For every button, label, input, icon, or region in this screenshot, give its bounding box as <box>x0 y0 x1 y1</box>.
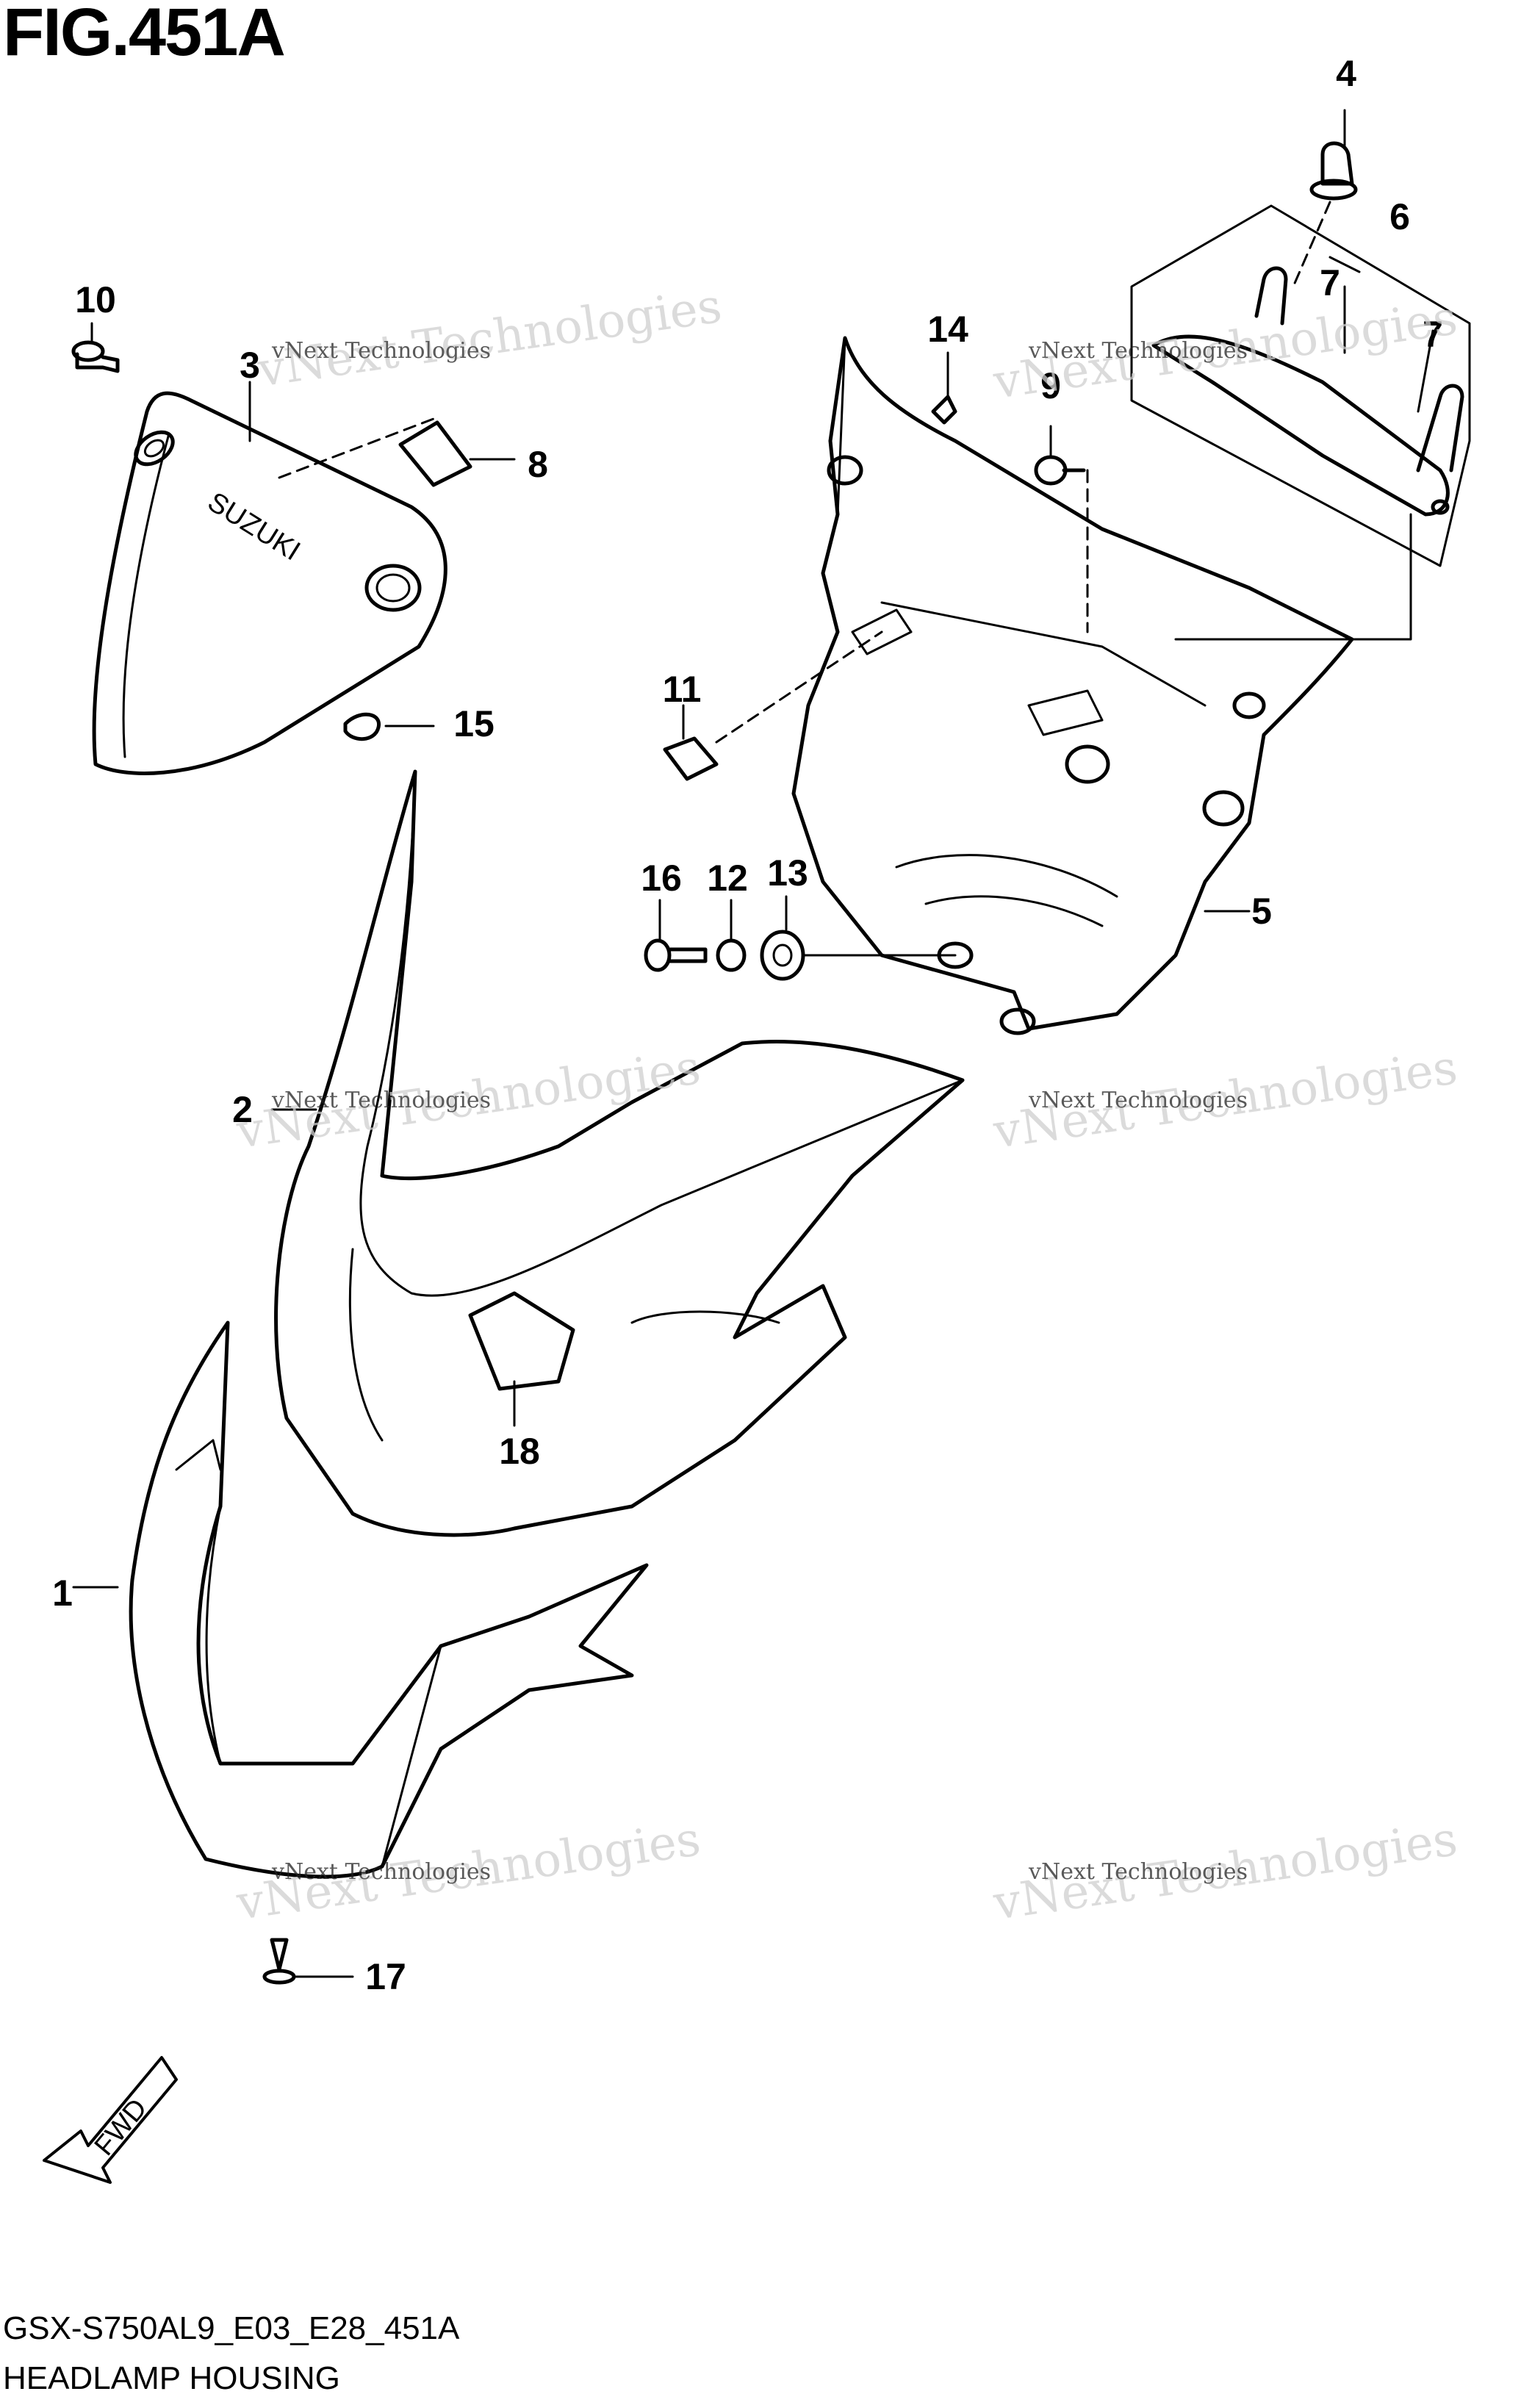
part-pin-4 <box>1309 141 1358 201</box>
figure-title: FIG.451A <box>3 0 286 70</box>
suzuki-logo-text: SUZUKI <box>202 486 305 567</box>
part-front-fairing <box>274 769 965 1537</box>
callout-2: 2 <box>232 1089 253 1130</box>
part-screw-10 <box>71 340 120 373</box>
callout-18: 18 <box>499 1431 540 1472</box>
part-nut-11 <box>663 736 719 781</box>
part-grommet-13 <box>760 930 805 981</box>
part-bracket-assembly <box>1130 204 1471 567</box>
callout-1: 1 <box>52 1573 73 1614</box>
figure-code: GSX-S750AL9_E03_E28_451A <box>3 2310 460 2346</box>
callout-8: 8 <box>528 444 548 485</box>
callout-15: 15 <box>453 703 495 744</box>
callout-13: 13 <box>767 852 808 894</box>
part-bolt-9 <box>1034 455 1086 486</box>
part-pad-8 <box>398 420 472 487</box>
callout-17: 17 <box>365 1956 406 1997</box>
part-washer-12 <box>716 938 747 972</box>
callout-4: 4 <box>1336 53 1356 94</box>
part-clip-15 <box>343 712 381 741</box>
callout-7a: 7 <box>1320 262 1340 303</box>
callout-9: 9 <box>1040 365 1061 406</box>
part-lower-cowl <box>129 1320 649 1879</box>
callout-10: 10 <box>75 279 116 320</box>
figure-name: HEADLAMP HOUSING <box>3 2360 340 2396</box>
callout-11: 11 <box>662 669 702 710</box>
callout-6: 6 <box>1389 196 1410 237</box>
part-bolt-16 <box>644 938 708 972</box>
callout-7b: 7 <box>1423 314 1443 355</box>
part-clip-14 <box>931 395 957 425</box>
callout-5: 5 <box>1251 891 1272 932</box>
part-upper-cowl: SUZUKI <box>92 391 447 775</box>
callout-16: 16 <box>641 858 682 899</box>
callout-3: 3 <box>240 345 260 386</box>
callout-14: 14 <box>927 309 968 350</box>
fwd-label: FWD <box>89 2093 154 2161</box>
part-screw-17 <box>262 1938 296 1985</box>
part-headlamp-bracket <box>791 336 1354 1035</box>
fwd-arrow-icon: FWD <box>43 2056 178 2184</box>
callout-12: 12 <box>707 858 748 899</box>
